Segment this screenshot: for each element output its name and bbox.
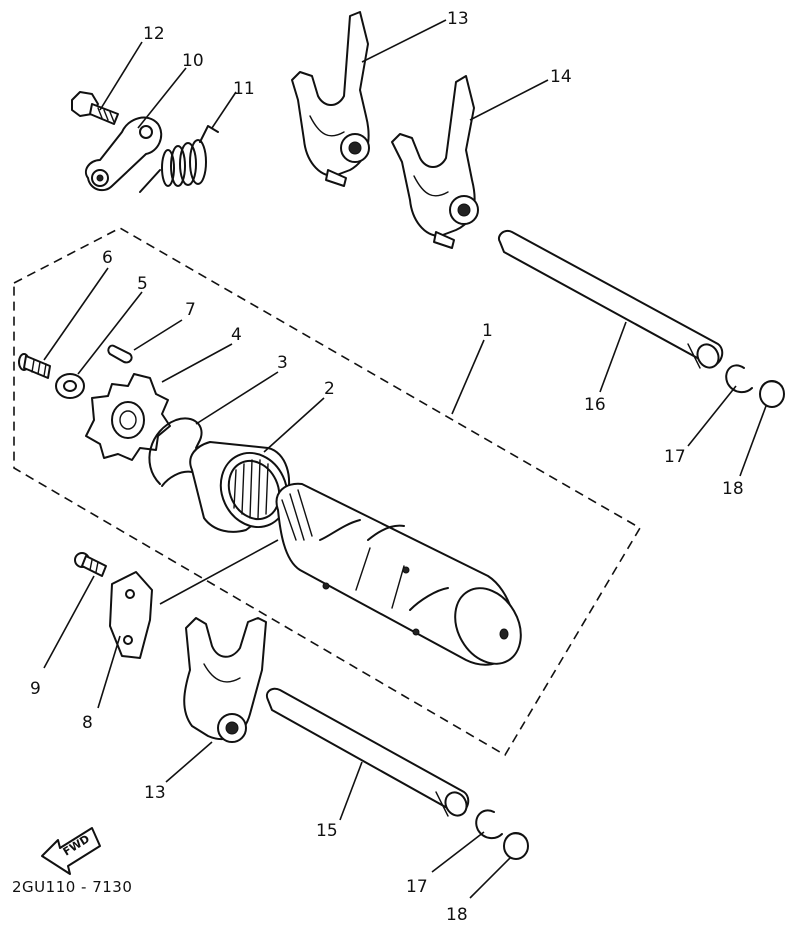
part-5-washer (55, 373, 85, 399)
part-7-dowel-pin (107, 344, 133, 364)
part-2-bearing (189, 441, 291, 533)
callout-16: 16 (584, 395, 606, 415)
callout-17-lower: 17 (406, 877, 428, 897)
part-17-circlip-upper (725, 364, 753, 394)
callout-labels: 12 10 11 13 14 6 5 7 4 3 2 1 16 17 18 9 … (30, 9, 744, 925)
callout-17-upper: 17 (664, 447, 686, 467)
part-10-stopper-plate (84, 116, 163, 192)
part-18-cap-lower (503, 832, 529, 860)
part-18-cap-upper (759, 380, 785, 408)
part-16-fork-shaft (498, 230, 724, 369)
callout-11: 11 (233, 79, 255, 99)
callout-18-upper: 18 (722, 479, 744, 499)
callout-7: 7 (185, 300, 196, 320)
assembly-boundary (13, 227, 642, 757)
callout-9: 9 (30, 679, 41, 699)
callout-15: 15 (316, 821, 338, 841)
part-11-torsion-spring (139, 125, 219, 193)
callout-3: 3 (277, 353, 288, 373)
part-13-shift-fork-upper (291, 11, 370, 187)
callout-1: 1 (482, 321, 493, 341)
part-13-shift-fork-lower (183, 617, 267, 743)
callout-2: 2 (324, 379, 335, 399)
fwd-arrow-icon: FWD (41, 827, 101, 875)
part-4-segment (85, 373, 171, 461)
callout-4: 4 (231, 325, 242, 345)
leader-lines (43, 19, 767, 899)
part-15-fork-shaft (266, 687, 470, 817)
callout-10: 10 (182, 51, 204, 71)
callout-5: 5 (137, 274, 148, 294)
part-3-circlip (148, 417, 203, 487)
callout-13-upper: 13 (447, 9, 469, 29)
part-14-shift-fork (391, 75, 479, 249)
part-12-bolt (71, 91, 119, 125)
diagram-code: 2GU110 - 7130 (12, 878, 132, 896)
callout-13-lower: 13 (144, 783, 166, 803)
part-6-screw (18, 353, 51, 379)
callout-14: 14 (550, 67, 572, 87)
callout-18-lower: 18 (446, 905, 468, 925)
callout-12: 12 (143, 24, 165, 44)
callout-8: 8 (82, 713, 93, 733)
part-8-plate (109, 571, 153, 659)
part-17-circlip-lower (475, 809, 503, 840)
shift-drum (275, 482, 522, 666)
callout-6: 6 (102, 248, 113, 268)
part-9-screw (74, 552, 107, 577)
